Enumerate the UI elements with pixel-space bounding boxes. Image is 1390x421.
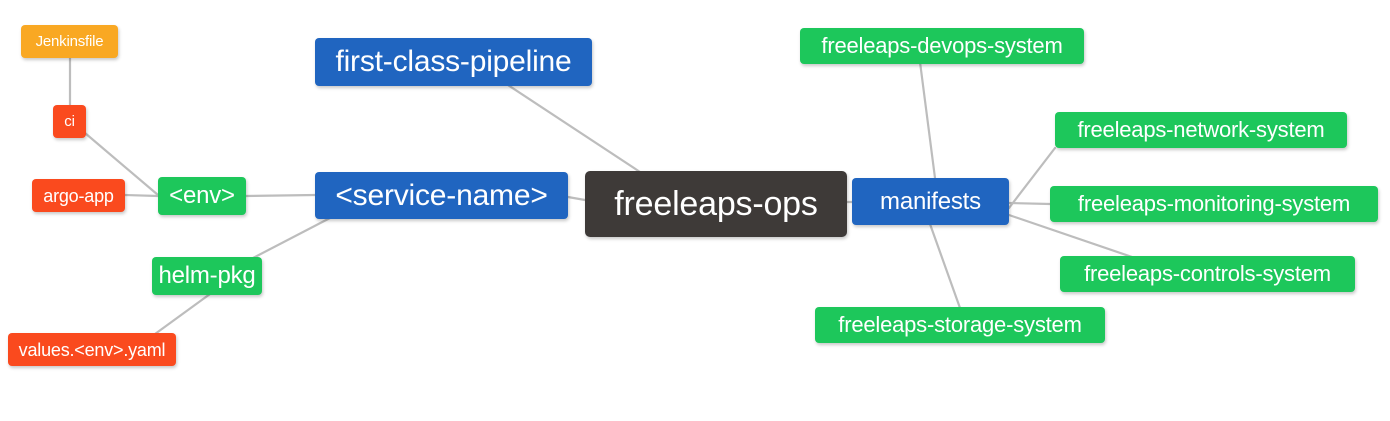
node-label: freeleaps-devops-system xyxy=(821,33,1063,58)
node-label: first-class-pipeline xyxy=(335,45,572,78)
node-label: helm-pkg xyxy=(158,262,256,289)
edge-env-servicename xyxy=(243,193,317,198)
node-label: freeleaps-controls-system xyxy=(1084,261,1331,286)
node-ci[interactable]: ci xyxy=(53,105,86,138)
node-label: ci xyxy=(64,113,75,130)
node-label: manifests xyxy=(880,187,981,215)
node-label: <service-name> xyxy=(335,178,548,212)
node-freeleaps-network-system[interactable]: freeleaps-network-system xyxy=(1055,112,1347,148)
edge-manifests-devops xyxy=(918,60,937,180)
edge-valuesyaml-helmpkg xyxy=(153,292,212,336)
node-label: freeleaps-ops xyxy=(614,185,818,223)
node-freeleaps-ops[interactable]: freeleaps-ops xyxy=(585,171,847,237)
edge-manifests-monitoring xyxy=(1007,201,1052,206)
edge-argoapp-env xyxy=(123,193,160,198)
node-freeleaps-devops-system[interactable]: freeleaps-devops-system xyxy=(800,28,1084,64)
node-label: freeleaps-storage-system xyxy=(838,312,1082,337)
node-argo-app[interactable]: argo-app xyxy=(32,179,125,212)
node-label: values.<env>.yaml xyxy=(18,339,166,360)
edge-manifests-storage xyxy=(928,222,962,310)
node-label: freeleaps-network-system xyxy=(1077,117,1325,142)
node-service-name[interactable]: <service-name> xyxy=(315,172,568,219)
node-manifests[interactable]: manifests xyxy=(852,178,1009,225)
edge-manifests-network xyxy=(1007,146,1057,210)
edge-servicename-root xyxy=(566,195,587,202)
node-helm-pkg[interactable]: helm-pkg xyxy=(152,257,262,295)
node-freeleaps-storage-system[interactable]: freeleaps-storage-system xyxy=(815,307,1105,343)
node-freeleaps-monitoring-system[interactable]: freeleaps-monitoring-system xyxy=(1050,186,1378,222)
node-freeleaps-controls-system[interactable]: freeleaps-controls-system xyxy=(1060,256,1355,292)
node-label: argo-app xyxy=(43,185,114,206)
node-first-class-pipeline[interactable]: first-class-pipeline xyxy=(315,38,592,86)
edge-pipeline-root xyxy=(506,83,642,174)
node-values-yaml[interactable]: values.<env>.yaml xyxy=(8,333,176,366)
node-label: Jenkinsfile xyxy=(35,33,104,50)
node-env[interactable]: <env> xyxy=(158,177,246,215)
edge-helmpkg-servicename xyxy=(251,216,332,260)
node-jenkinsfile[interactable]: Jenkinsfile xyxy=(21,25,118,58)
node-label: <env> xyxy=(169,182,235,209)
node-label: freeleaps-monitoring-system xyxy=(1077,191,1351,216)
